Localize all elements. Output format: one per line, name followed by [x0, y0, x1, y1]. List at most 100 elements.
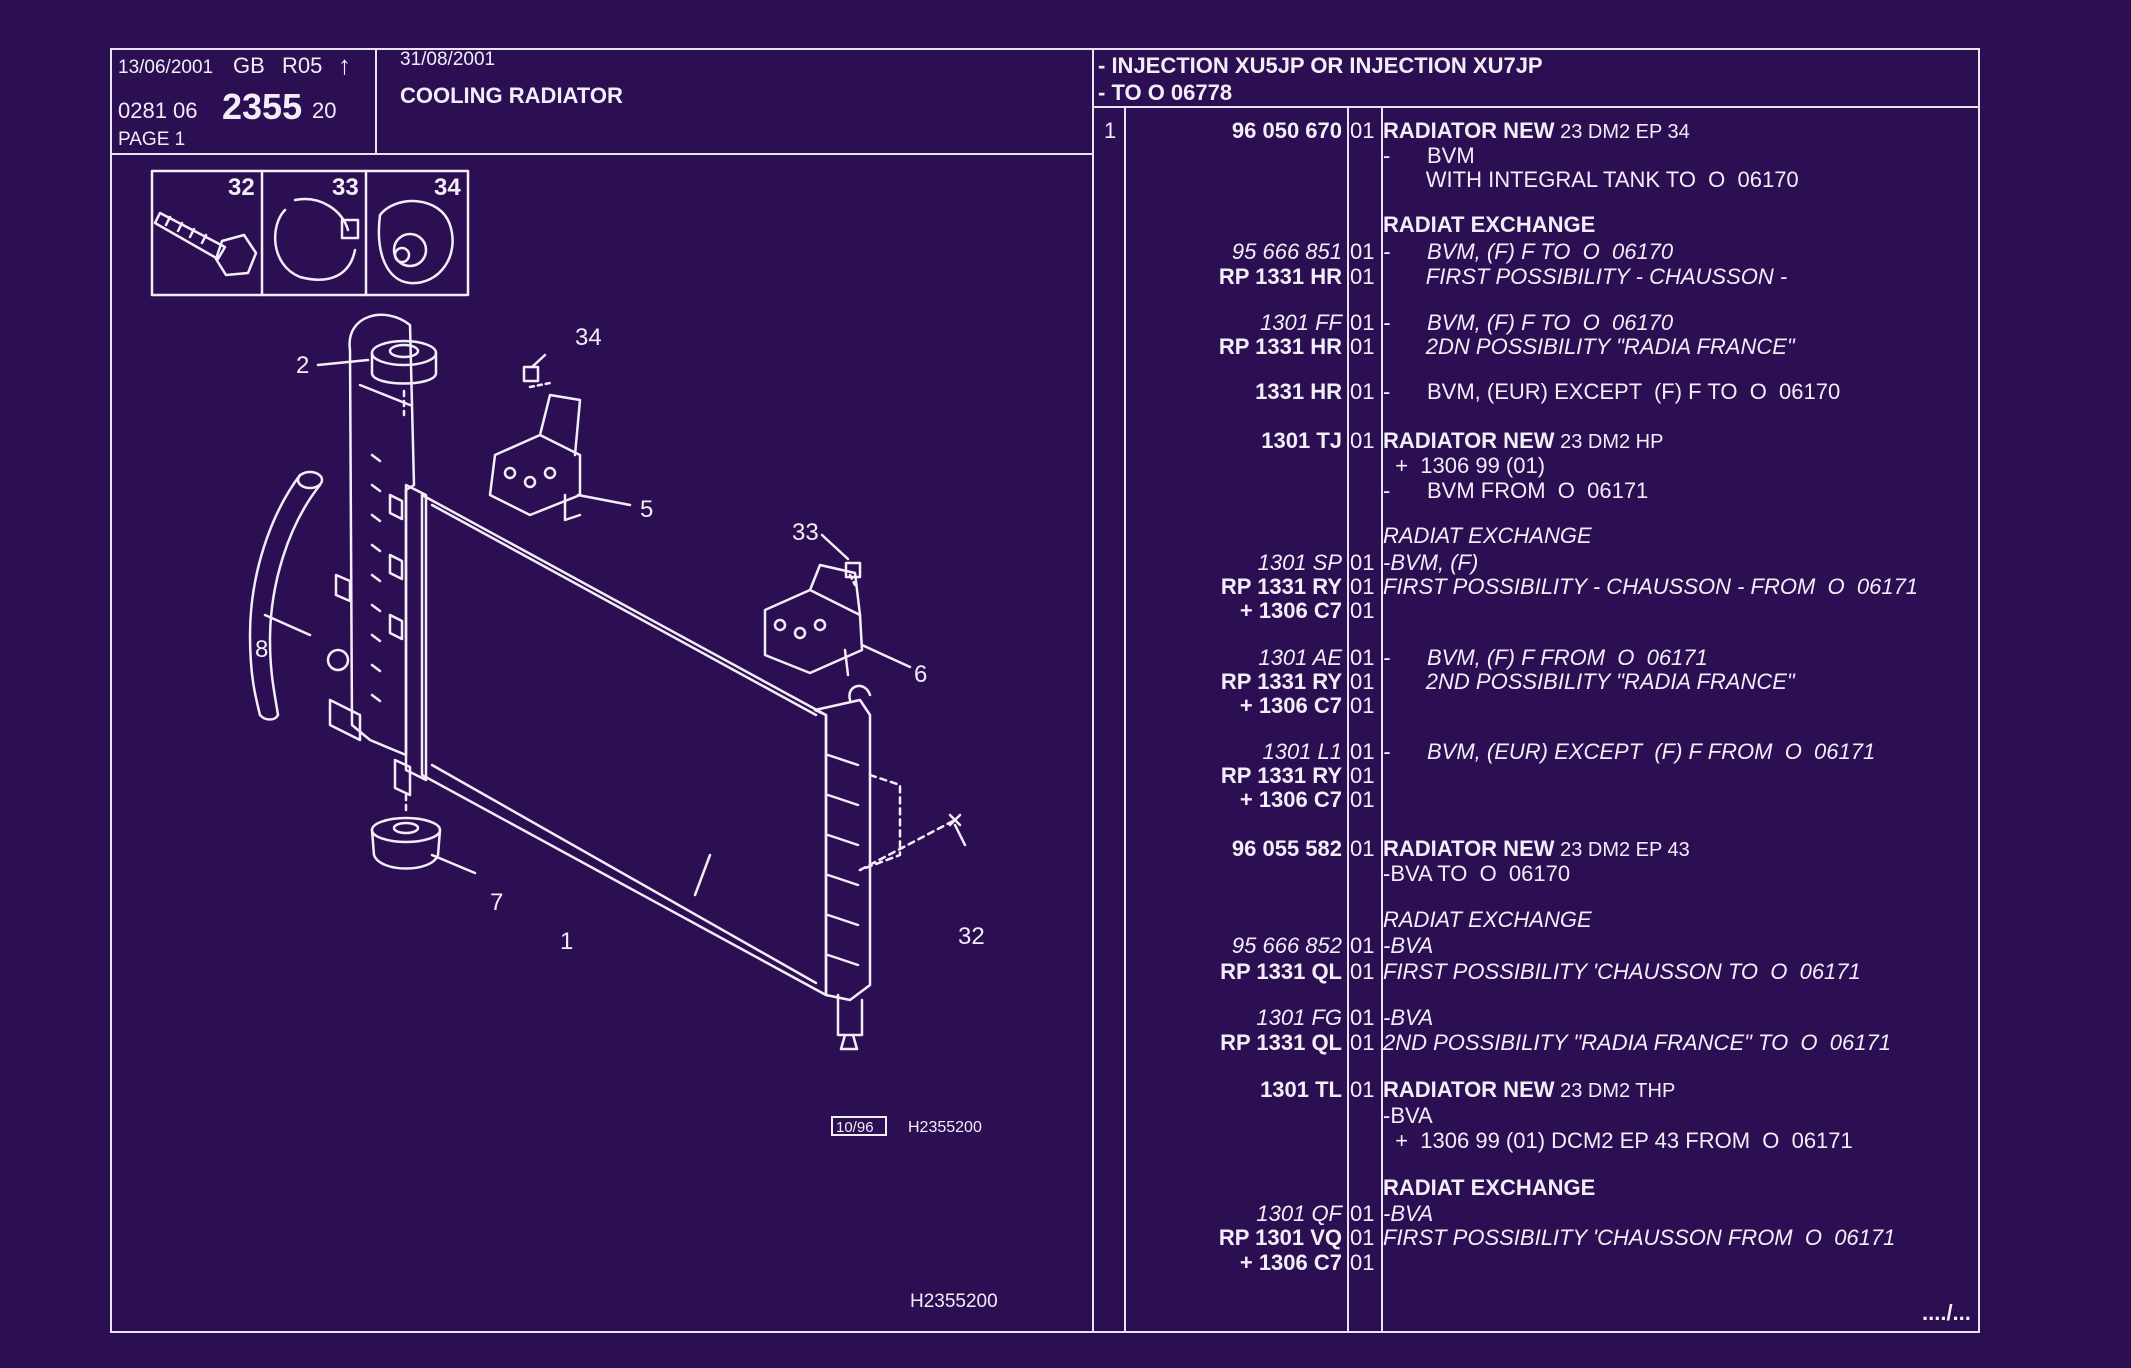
radiator-core — [404, 483, 828, 997]
part-description-main: 2ND POSSIBILITY "RADIA FRANCE" TO O 0617… — [1383, 1030, 1891, 1055]
revision-code: R05 — [282, 53, 323, 78]
part-qty: 01 — [1350, 933, 1375, 958]
part-description-main: FIRST POSSIBILITY 'CHAUSSON FROM O 06171 — [1383, 1225, 1896, 1250]
inset-label-34: 34 — [434, 174, 461, 201]
part-description-main: -BVA — [1383, 1103, 1433, 1128]
part-qty: 01 — [1350, 334, 1375, 359]
part-qty: 01 — [1350, 1225, 1375, 1250]
callout-33: 33 — [792, 519, 819, 546]
part-ref: 1301 L1 — [1262, 739, 1342, 764]
callout-7: 7 — [490, 889, 503, 916]
part-description-main: FIRST POSSIBILITY 'CHAUSSON TO O 06171 — [1383, 959, 1861, 984]
part-description: RADIATOR NEW 23 DM2 HP — [1383, 428, 1663, 453]
part-qty: 01 — [1350, 836, 1375, 861]
part-description: RADIATOR NEW 23 DM2 THP — [1383, 1079, 1675, 1102]
part-ref: RP 1331 HR — [1218, 264, 1342, 289]
part-qty: 01 — [1350, 1030, 1375, 1055]
part-description-main: 2ND POSSIBILITY "RADIA FRANCE" — [1383, 669, 1795, 694]
part-qty: 01 — [1350, 550, 1375, 575]
part-ref: + 1306 C7 — [1239, 1250, 1342, 1275]
footer-code: H2355200 — [910, 1291, 998, 1312]
part-description: RADIATOR NEW 23 DM2 EP 34 — [1383, 118, 1690, 143]
part-description-extra: 23 DM2 EP 43 — [1554, 839, 1690, 861]
part-description-main: RADIAT EXCHANGE — [1383, 212, 1596, 237]
part-description: RADIATOR NEW 23 DM2 EP 43 — [1383, 836, 1690, 861]
page-label: PAGE 1 — [118, 129, 186, 150]
part-description: FIRST POSSIBILITY 'CHAUSSON TO O 06171 — [1383, 961, 1861, 983]
grommet-icon — [377, 199, 454, 285]
part-ref: 96 055 582 — [1231, 836, 1342, 861]
part-description-extra: 23 DM2 EP 34 — [1554, 121, 1690, 143]
callout-32: 32 — [958, 923, 985, 950]
part-description: + 1306 99 (01) DCM2 EP 43 FROM O 06171 — [1383, 1130, 1853, 1152]
part-description: -BVA — [1383, 935, 1433, 957]
part-description: WITH INTEGRAL TANK TO O 06170 — [1383, 169, 1799, 191]
part-ref: 1301 TJ — [1261, 428, 1342, 453]
part-description: - BVM, (F) F TO O 06170 — [1383, 241, 1673, 263]
part-description-main: - BVM, (F) F TO O 06170 — [1383, 310, 1674, 335]
issue-date: 31/08/2001 — [400, 49, 496, 70]
part-description: - BVM FROM O 06171 — [1383, 480, 1648, 502]
part-description: FIRST POSSIBILITY 'CHAUSSON FROM O 06171 — [1383, 1227, 1895, 1249]
part-ref: RP 1301 VQ — [1218, 1225, 1342, 1250]
part-description-main: RADIAT EXCHANGE — [1383, 907, 1592, 932]
filler-cap-icon — [370, 339, 438, 385]
part-ref: RP 1331 RY — [1220, 669, 1342, 694]
inset-label-33: 33 — [332, 174, 359, 201]
part-description-main: RADIATOR NEW — [1383, 428, 1555, 453]
screw-icon — [153, 211, 258, 277]
part-description-main: + 1306 99 (01) — [1383, 453, 1546, 478]
part-description: RADIAT EXCHANGE — [1383, 1177, 1595, 1199]
part-qty: 01 — [1350, 1005, 1375, 1030]
part-description-main: - BVM FROM O 06171 — [1383, 478, 1649, 503]
sheet-frame — [110, 48, 1980, 1333]
part-ref: 96 050 670 — [1231, 118, 1342, 143]
part-description-main: - BVM, (F) F TO O 06170 — [1383, 239, 1674, 264]
hose-clip-icon — [273, 197, 360, 281]
part-description-main: RADIATOR NEW — [1383, 836, 1555, 861]
part-qty: 01 — [1350, 428, 1375, 453]
plate-suffix: 20 — [312, 98, 337, 123]
part-description: - BVM, (EUR) EXCEPT (F) F FROM O 06171 — [1383, 741, 1875, 763]
callout-2: 2 — [296, 352, 309, 379]
part-qty: 01 — [1350, 669, 1375, 694]
part-qty: 01 — [1350, 118, 1375, 143]
part-ref: 1301 FF — [1260, 310, 1342, 335]
part-description-main: + 1306 99 (01) DCM2 EP 43 FROM O 06171 — [1383, 1128, 1853, 1153]
stamp-code: H2355200 — [908, 1119, 982, 1136]
part-ref: 1301 TL — [1260, 1077, 1342, 1102]
part-ref: 95 666 852 — [1231, 933, 1342, 958]
revision-arrow-icon: ↑ — [338, 50, 351, 80]
part-description-main: -BVA — [1383, 933, 1434, 958]
part-ref: RP 1331 RY — [1220, 763, 1342, 788]
part-description: -BVA — [1383, 1007, 1433, 1029]
col-rule-qty — [1381, 106, 1383, 1333]
header-divider-vertical — [1092, 48, 1094, 1333]
part-description: 2ND POSSIBILITY "RADIA FRANCE" — [1383, 671, 1795, 693]
row-index: 1 — [1104, 118, 1117, 143]
part-ref: RP 1331 RY — [1220, 574, 1342, 599]
plate-number: 2355 — [222, 86, 303, 127]
callout-1: 1 — [560, 928, 573, 955]
callout-8: 8 — [255, 636, 268, 663]
part-qty: 01 — [1350, 693, 1375, 718]
part-description: -BVA — [1383, 1203, 1433, 1225]
inset-label-32: 32 — [228, 174, 255, 201]
callout-5: 5 — [640, 496, 653, 523]
part-qty: 01 — [1350, 1201, 1375, 1226]
coolant-hose-icon — [248, 470, 324, 721]
part-ref: RP 1331 QL — [1220, 959, 1342, 984]
page-title: COOLING RADIATOR — [400, 83, 623, 108]
part-description-main: WITH INTEGRAL TANK TO O 06170 — [1383, 167, 1799, 192]
part-ref: RP 1331 HR — [1218, 334, 1342, 359]
part-description-main: - BVM — [1383, 143, 1475, 168]
part-description-main: FIRST POSSIBILITY - CHAUSSON - FROM O 06… — [1383, 574, 1919, 599]
part-description: RADIAT EXCHANGE — [1383, 525, 1592, 547]
exploded-diagram: 32 33 34 1 2 5 6 7 8 32 33 34 10/96 H235… — [150, 169, 998, 1312]
part-description-main: - BVM, (EUR) EXCEPT (F) F TO O 06170 — [1383, 379, 1841, 404]
part-description: RADIAT EXCHANGE — [1383, 909, 1592, 931]
part-description-main: -BVA — [1383, 1201, 1434, 1226]
part-description-main: RADIATOR NEW — [1383, 118, 1555, 143]
col-rule-index — [1124, 106, 1126, 1333]
part-description-main: - BVM, (EUR) EXCEPT (F) F FROM O 06171 — [1383, 739, 1876, 764]
